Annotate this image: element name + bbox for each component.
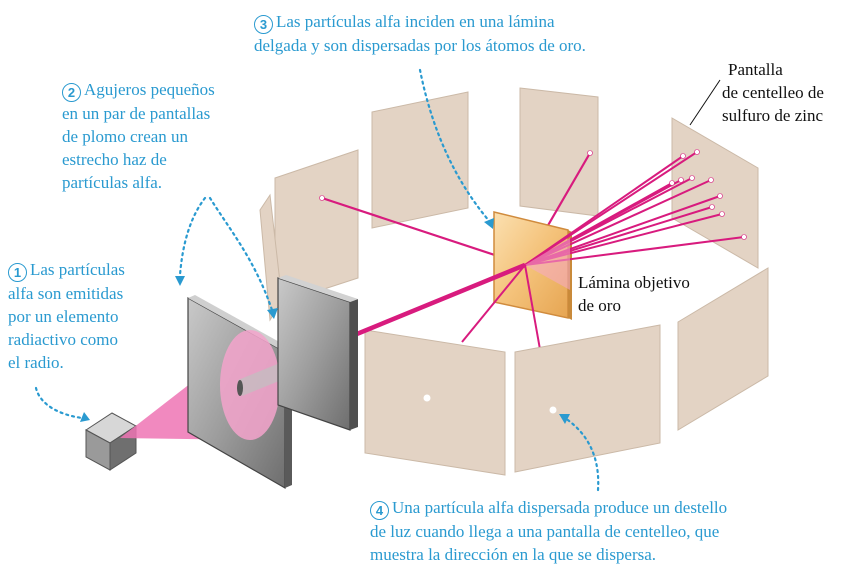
- pointer-arrowheads: [80, 218, 570, 424]
- screen-label-line-2: de centelleo de: [722, 83, 824, 102]
- flash-dot: [549, 406, 557, 414]
- screen-panel: [364, 329, 506, 476]
- scintillation-screens-back: [259, 87, 759, 322]
- callout-1-line-4: radiactivo como: [8, 330, 118, 349]
- pointer-1: [34, 386, 84, 420]
- callout-3-number: 3: [254, 15, 273, 34]
- screen-label-line-3: sulfuro de zinc: [722, 106, 824, 125]
- lead-plate-2: [277, 275, 358, 431]
- foil-label: Lámina objetivo de oro: [578, 271, 690, 317]
- callout-3-line-2: delgada y son dispersadas por los átomos…: [254, 36, 586, 55]
- callout-1-number: 1: [8, 263, 27, 282]
- pointer-3: [418, 68, 492, 224]
- pointer-4: [563, 416, 600, 492]
- pointer-arrows: [34, 68, 600, 492]
- alpha-beam: [329, 262, 526, 348]
- screen-panel: [514, 324, 661, 473]
- callout-1-line-3: por un elemento: [8, 307, 119, 326]
- callout-4-line-3: muestra la dirección en la que se disper…: [370, 545, 657, 564]
- radium-source-box: [85, 412, 137, 471]
- screen-label: Pantalla de centelleo de sulfuro de zinc: [722, 58, 824, 127]
- screen-label-line-1: Pantalla: [728, 60, 783, 79]
- callout-4-number: 4: [370, 501, 389, 520]
- ray: [321, 196, 526, 267]
- callout-1-line-5: el radio.: [8, 353, 64, 372]
- flash-dot: [423, 394, 431, 402]
- lead-plate-1: [187, 295, 316, 490]
- flash-dots: [319, 149, 747, 240]
- scattered-rays-front: [461, 264, 542, 356]
- callout-1-line-2: alfa son emitidas: [8, 284, 124, 303]
- screen-panel: [677, 267, 769, 431]
- pointer-2a: [178, 196, 207, 277]
- callout-2-line-2: en un par de pantallas: [62, 104, 211, 123]
- scintillation-screens-front: [364, 267, 769, 476]
- callout-2-line-3: de plomo crean un: [62, 127, 189, 146]
- callout-2-number: 2: [62, 83, 81, 102]
- forward-scatter-glow: [525, 238, 570, 290]
- foil-label-line-1: Lámina objetivo: [578, 273, 690, 292]
- callout-4-line-2: de luz cuando llega a una pantalla de ce…: [370, 522, 720, 541]
- screen-panel: [519, 87, 599, 217]
- screen-label-leader: [689, 79, 721, 126]
- callout-2-line-5: partículas alfa.: [62, 173, 163, 192]
- screen-panel: [371, 91, 469, 229]
- foil-label-line-2: de oro: [578, 296, 621, 315]
- callout-2-line-4: estrecho haz de: [62, 150, 167, 169]
- pointer-2b: [208, 196, 274, 312]
